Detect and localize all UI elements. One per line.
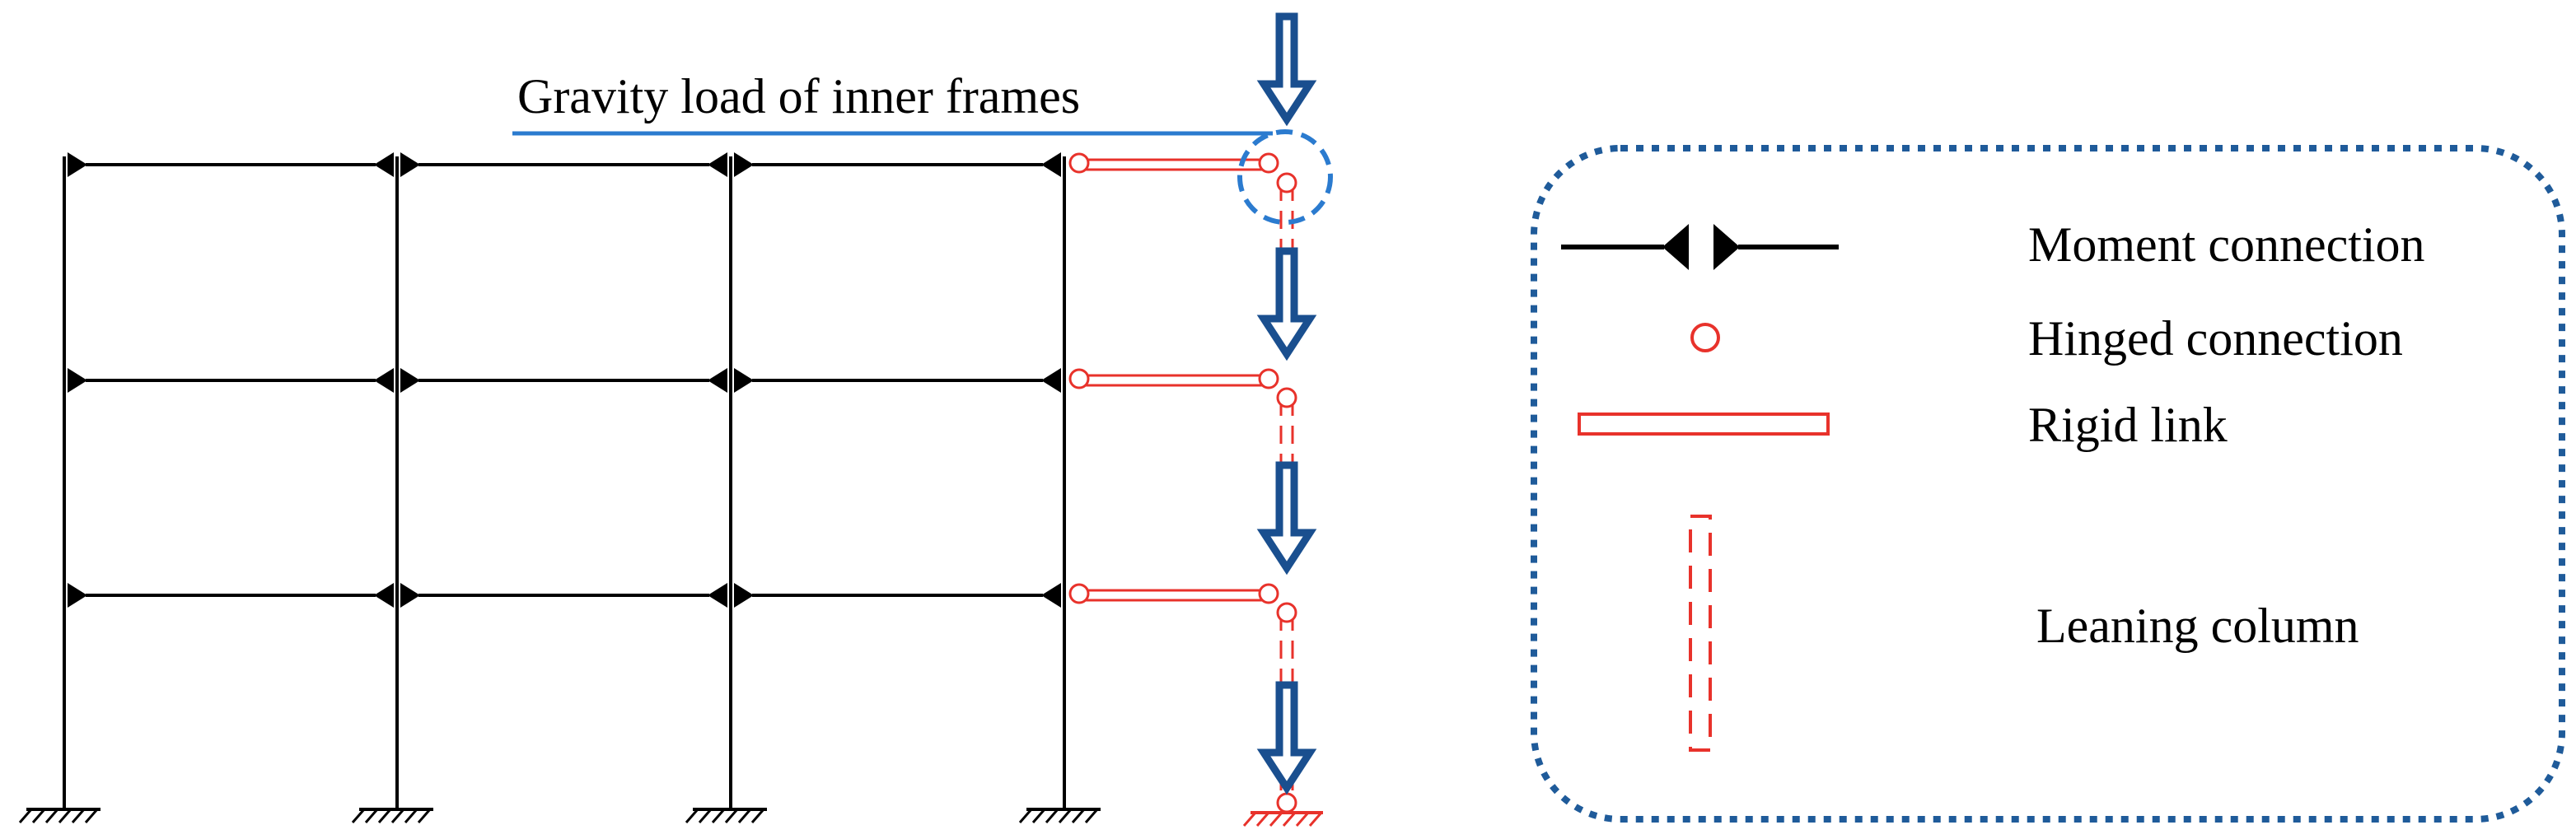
moment-connection — [400, 368, 420, 393]
hinge-icon — [1276, 792, 1297, 813]
moment-connection — [734, 368, 754, 393]
moment-frame — [18, 152, 1101, 823]
moment-connection — [68, 583, 87, 608]
hinge-icon — [1276, 602, 1297, 623]
leaning-column-segment-1 — [1276, 172, 1297, 346]
legend-rigid-label: Rigid link — [2028, 398, 2228, 452]
moment-connection — [374, 583, 394, 608]
hinge-icon — [1258, 152, 1279, 174]
moment-connection — [1041, 368, 1061, 393]
leaning-column-segment-2 — [1276, 387, 1297, 560]
legend-hinge-symbol — [1690, 323, 1720, 352]
pinned-support — [1242, 811, 1323, 827]
moment-connection — [734, 152, 754, 177]
down-arrow-icon — [1264, 16, 1310, 119]
legend-moment-label: Moment connection — [2028, 217, 2425, 272]
hinge-icon — [1276, 172, 1297, 193]
down-arrow-icon — [1264, 685, 1310, 788]
fixed-support-4 — [1018, 808, 1101, 823]
legend: Moment connection Hinged connection Rigi… — [1531, 145, 2565, 823]
gravity-annotation: Gravity load of inner frames — [512, 69, 1333, 225]
legend-hinge-label: Hinged connection — [2028, 311, 2403, 366]
moment-connection — [374, 368, 394, 393]
legend-border — [1531, 145, 2565, 823]
detail-circle — [1237, 129, 1333, 225]
moment-connection — [68, 368, 87, 393]
down-arrow-icon — [1264, 251, 1310, 354]
moment-connection — [734, 583, 754, 608]
moment-connection — [400, 152, 420, 177]
moment-connection — [68, 152, 87, 177]
hinge-icon — [1068, 152, 1090, 174]
moment-connection — [1041, 583, 1061, 608]
gravity-label: Gravity load of inner frames — [517, 69, 1080, 124]
fixed-support-1 — [18, 808, 101, 823]
moment-connection — [374, 152, 394, 177]
moment-connection — [708, 583, 727, 608]
moment-connection — [1041, 152, 1061, 177]
hinge-icon — [1276, 387, 1297, 408]
hinge-icon — [1258, 583, 1279, 604]
down-arrow-icon — [1264, 465, 1310, 568]
hinge-icon — [1068, 368, 1090, 389]
legend-leaning-label: Leaning column — [2036, 599, 2359, 653]
legend-moment-symbol — [1561, 224, 1839, 270]
moment-connection — [400, 583, 420, 608]
fixed-support-3 — [685, 808, 767, 823]
moment-connection — [708, 368, 727, 393]
legend-leaning-symbol — [1689, 515, 1712, 752]
legend-rigid-symbol — [1578, 413, 1830, 436]
hinge-icon — [1258, 368, 1279, 389]
fixed-support-2 — [351, 808, 433, 823]
moment-connection — [708, 152, 727, 177]
rigid-link-3 — [1078, 589, 1270, 602]
hinge-icon — [1068, 583, 1090, 604]
rigid-link-2 — [1078, 374, 1270, 387]
